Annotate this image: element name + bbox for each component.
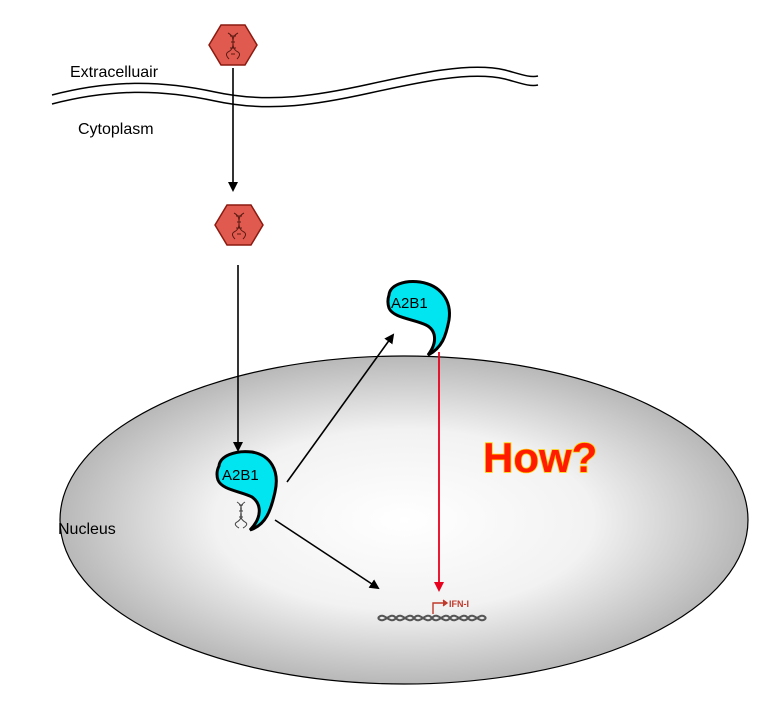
dna-hexagon-icon xyxy=(214,204,264,246)
gene-label: IFN-I xyxy=(449,599,469,609)
nucleus-label: Nucleus xyxy=(58,521,116,538)
arrow-export xyxy=(286,333,395,483)
dna-helix-icon xyxy=(234,501,248,529)
a2b1-protein-cytoplasmic: A2B1 xyxy=(386,280,451,357)
a2b1-protein-nuclear: A2B1 xyxy=(215,450,278,532)
cell-membrane xyxy=(51,66,539,108)
a2b1-label-cytoplasmic: A2B1 xyxy=(391,295,428,312)
dna-hexagon-icon xyxy=(208,24,258,66)
cytoplasm-label: Cytoplasm xyxy=(78,121,154,138)
how-question-label: How? xyxy=(483,434,597,481)
gene-dna-icon xyxy=(377,614,487,622)
promoter-arrow-icon xyxy=(432,599,449,614)
arrow-to-gene xyxy=(274,519,380,590)
nucleus xyxy=(59,355,749,685)
extracellular-label: Extracelluair xyxy=(70,64,159,81)
a2b1-label-nuclear: A2B1 xyxy=(222,467,259,484)
